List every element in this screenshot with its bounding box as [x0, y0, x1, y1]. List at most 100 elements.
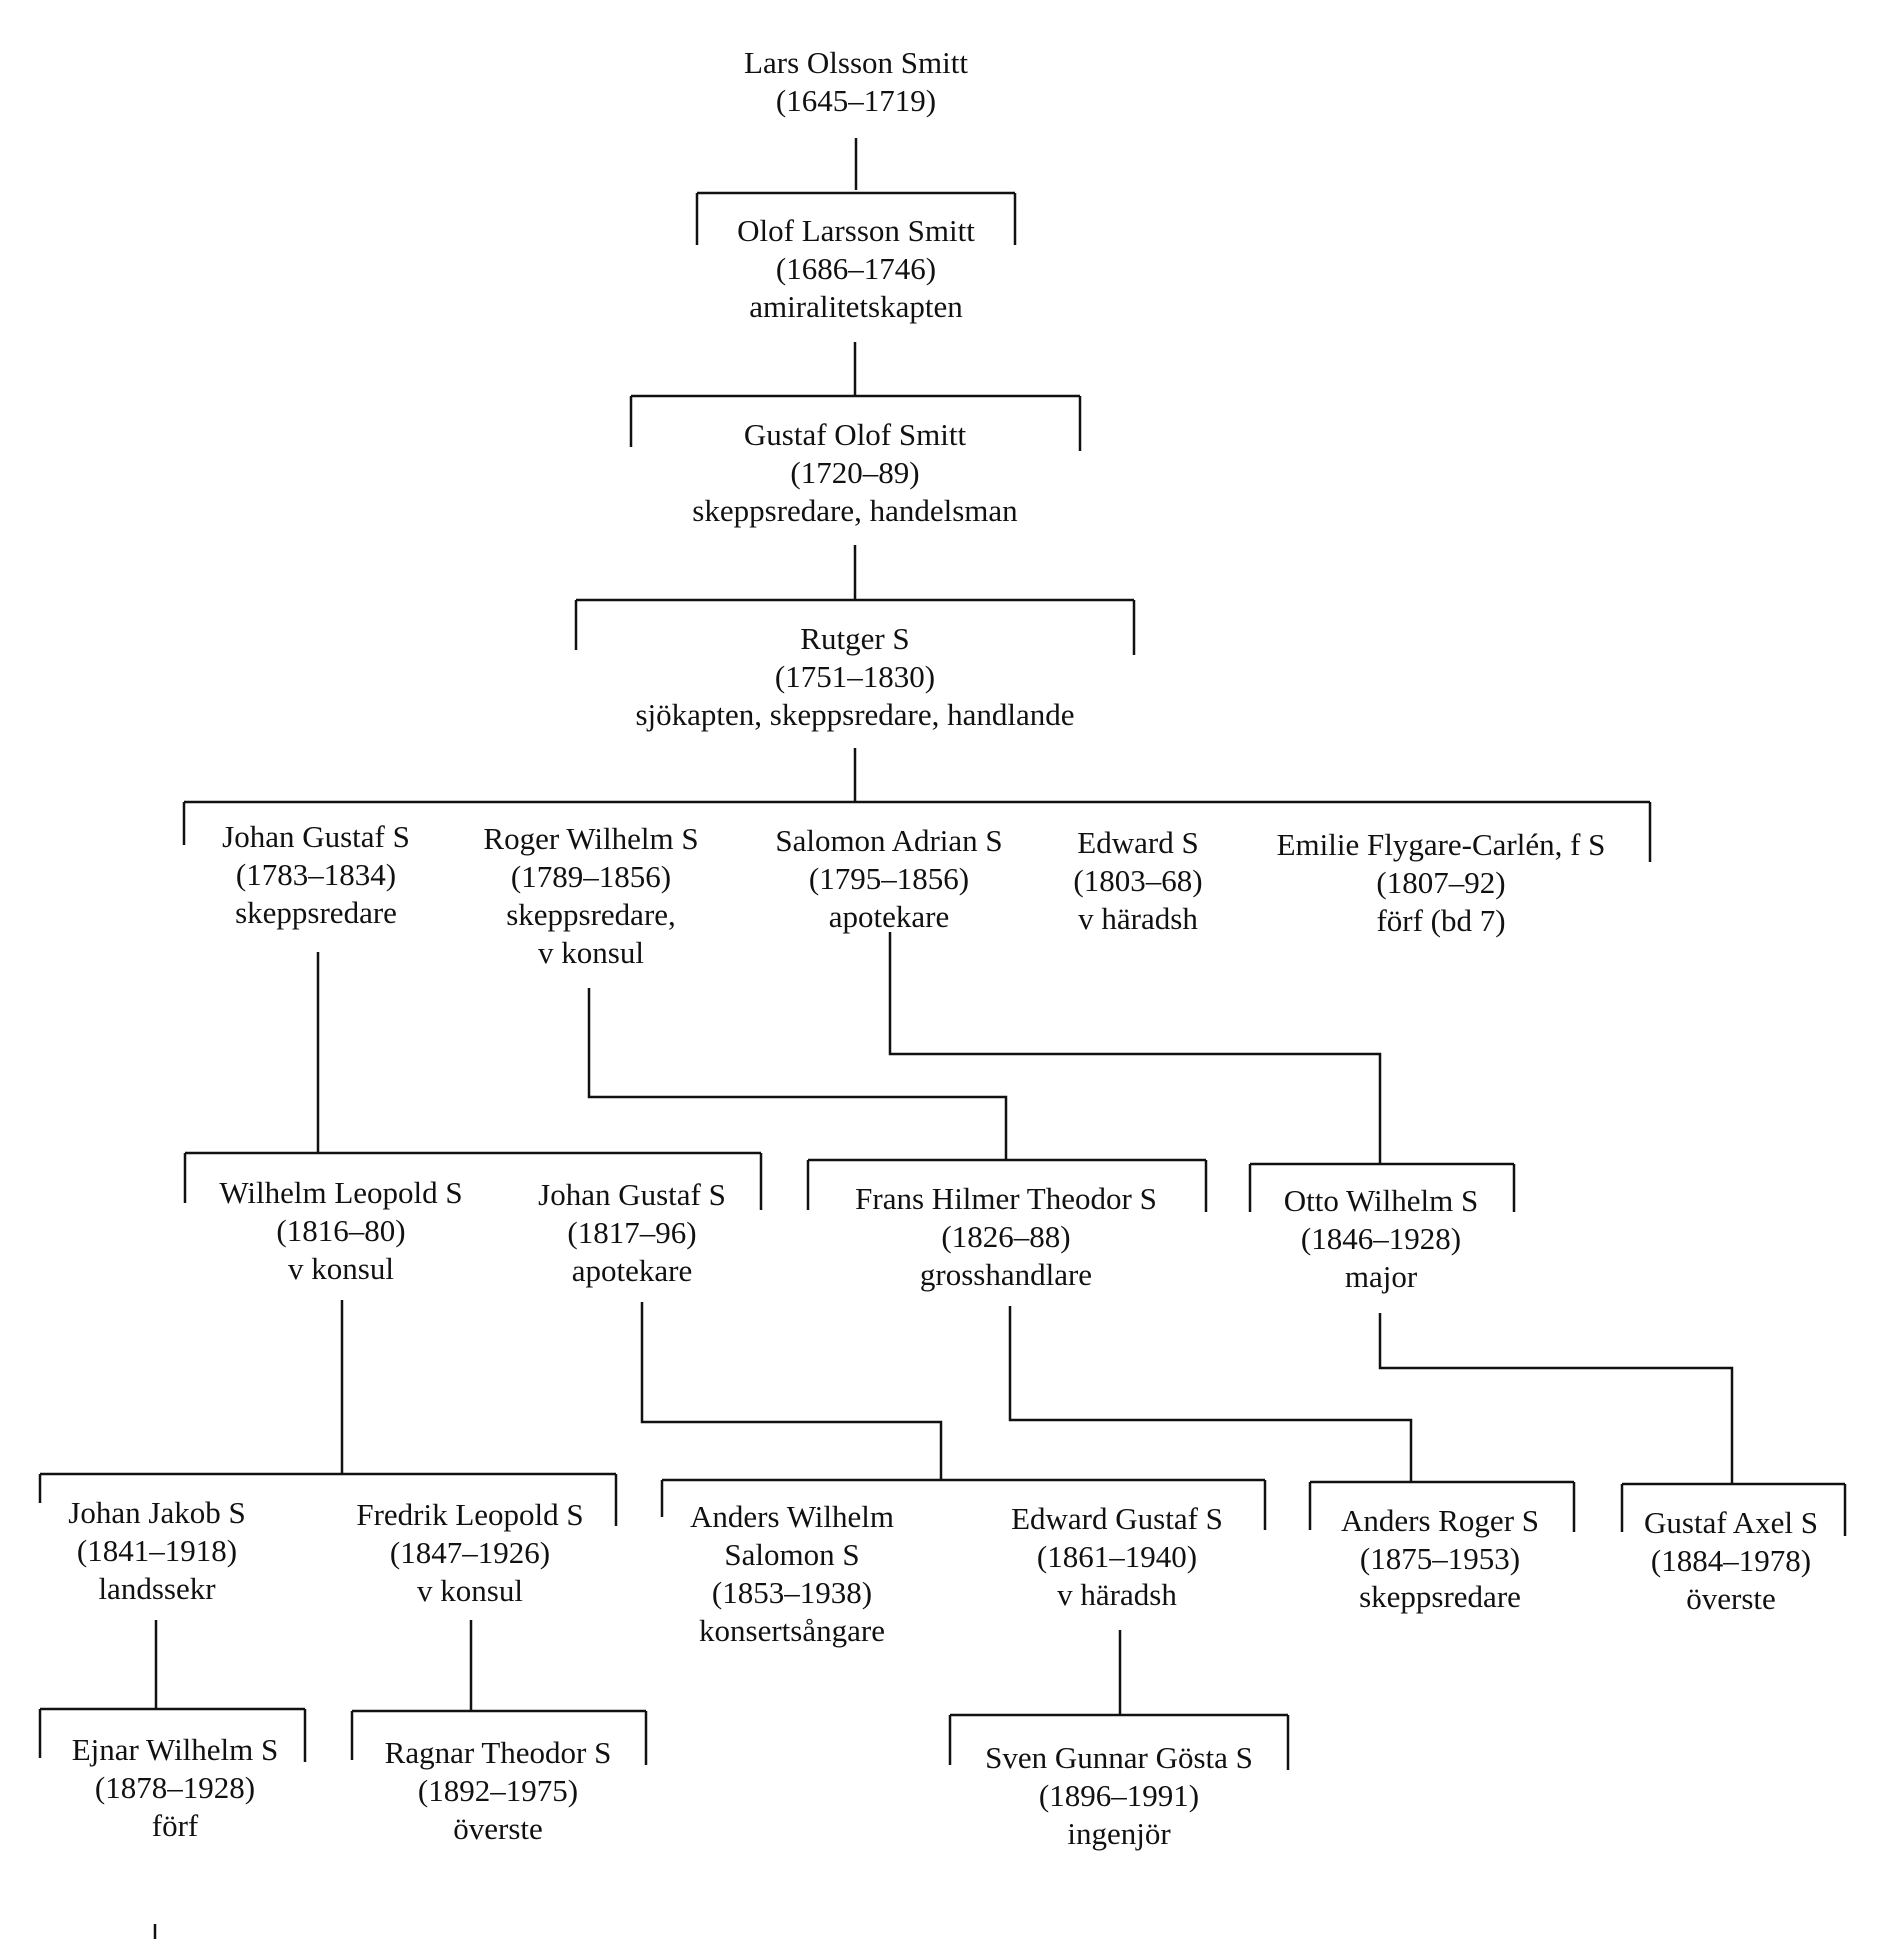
- connector: [350, 1620, 648, 1765]
- person-detail: major: [1344, 1259, 1418, 1294]
- person-detail: (1720–89): [790, 455, 920, 490]
- person-detail: landssekr: [98, 1571, 216, 1606]
- person-emilie: Emilie Flygare-Carlén, f S(1807–92)förf …: [1277, 826, 1606, 940]
- person-name: Johan Gustaf S: [538, 1177, 726, 1212]
- person-roger-wilhelm: Roger Wilhelm S(1789–1856)skeppsredare,v…: [483, 820, 698, 972]
- person-name: Johan Gustaf S: [222, 819, 410, 854]
- person-detail: v häradsh: [1078, 901, 1198, 936]
- connector: [182, 748, 1652, 862]
- person-name: Edward Gustaf S: [1011, 1501, 1223, 1536]
- person-detail: sjökapten, skeppsredare, handlande: [635, 697, 1075, 732]
- person-name: Anders Wilhelm: [690, 1499, 894, 1534]
- person-detail: (1783–1834): [235, 857, 397, 892]
- person-detail: (1875–1953): [1359, 1541, 1521, 1576]
- person-detail: (1816–80): [276, 1213, 406, 1248]
- person-detail: förf: [151, 1808, 199, 1843]
- person-detail: skeppsredare, handelsman: [692, 493, 1018, 528]
- person-name: Anders Roger S: [1340, 1503, 1540, 1538]
- person-name: Ejnar Wilhelm S: [71, 1732, 279, 1767]
- person-salomon-adrian: Salomon Adrian S(1795–1856)apotekare: [775, 822, 1002, 936]
- connector: [888, 932, 1516, 1212]
- person-name: Salomon Adrian S: [775, 823, 1003, 858]
- person-detail: (1861–1940): [1036, 1539, 1198, 1574]
- person-detail: Salomon S: [724, 1537, 860, 1572]
- person-name: Fredrik Leopold S: [356, 1497, 584, 1532]
- person-edward-gustaf: Edward Gustaf S(1861–1940)v häradsh: [1011, 1500, 1223, 1614]
- connector: [1008, 1306, 1576, 1532]
- person-olof: Olof Larsson Smitt(1686–1746)amiralitets…: [737, 212, 975, 326]
- person-name: Frans Hilmer Theodor S: [855, 1181, 1157, 1216]
- person-detail: apotekare: [571, 1253, 693, 1288]
- person-name: Otto Wilhelm S: [1283, 1183, 1479, 1218]
- person-detail: (1878–1928): [94, 1770, 256, 1805]
- person-ragnar-theodor: Ragnar Theodor S(1892–1975)överste: [385, 1734, 612, 1848]
- person-wilhelm-leopold: Wilhelm Leopold S(1816–80)v konsul: [219, 1174, 462, 1288]
- connector: [574, 545, 1136, 655]
- connector: [38, 1620, 307, 1762]
- person-detail: (1853–1938): [711, 1575, 873, 1610]
- connector: [948, 1630, 1290, 1770]
- person-detail: förf (bd 7): [1376, 903, 1506, 938]
- person-name: Johan Jakob S: [68, 1495, 246, 1530]
- person-name: Roger Wilhelm S: [483, 821, 699, 856]
- person-detail: överste: [1686, 1581, 1776, 1616]
- person-fredrik-leopold: Fredrik Leopold S(1847–1926)v konsul: [356, 1496, 583, 1610]
- person-frans-hilmer: Frans Hilmer Theodor S(1826–88)grosshand…: [855, 1180, 1157, 1294]
- person-anders-roger: Anders Roger S(1875–1953)skeppsredare: [1341, 1502, 1539, 1616]
- person-detail: skeppsredare: [235, 895, 397, 930]
- person-lars: Lars Olsson Smitt(1645–1719): [744, 44, 968, 120]
- person-detail: överste: [453, 1811, 543, 1846]
- person-ejnar-wilhelm: Ejnar Wilhelm S(1878–1928)förf: [72, 1731, 279, 1845]
- person-detail: (1807–92): [1376, 865, 1506, 900]
- person-name: Ragnar Theodor S: [384, 1735, 612, 1770]
- person-name: Emilie Flygare-Carlén, f S: [1276, 827, 1606, 862]
- person-name: Lars Olsson Smitt: [744, 45, 968, 80]
- person-gustaf-olof: Gustaf Olof Smitt(1720–89)skeppsredare, …: [692, 416, 1017, 530]
- person-detail: v konsul: [538, 935, 644, 970]
- person-detail: (1817–96): [567, 1215, 697, 1250]
- person-name: Wilhelm Leopold S: [219, 1175, 463, 1210]
- person-detail: (1896–1991): [1038, 1778, 1200, 1813]
- person-name: Sven Gunnar Gösta S: [985, 1740, 1253, 1775]
- person-detail: (1686–1746): [775, 251, 937, 286]
- person-name: Olof Larsson Smitt: [737, 213, 975, 248]
- connector: [183, 952, 763, 1210]
- person-detail: skeppsredare: [1359, 1579, 1521, 1614]
- person-detail: konsertsångare: [699, 1613, 885, 1648]
- person-detail: (1884–1978): [1650, 1543, 1812, 1578]
- person-detail: (1751–1830): [774, 659, 936, 694]
- person-detail: (1803–68): [1073, 863, 1203, 898]
- person-name: Rutger S: [800, 621, 910, 656]
- person-detail: skeppsredare,: [506, 897, 676, 932]
- connector: [640, 1302, 1267, 1530]
- person-johan-gustaf-1817: Johan Gustaf S(1817–96)apotekare: [538, 1176, 726, 1290]
- connector: [695, 138, 1017, 245]
- person-detail: (1892–1975): [417, 1773, 579, 1808]
- person-detail: (1841–1918): [76, 1533, 238, 1568]
- person-detail: v häradsh: [1057, 1577, 1177, 1612]
- person-otto-wilhelm: Otto Wilhelm S(1846–1928)major: [1284, 1182, 1479, 1296]
- connector: [1378, 1313, 1847, 1536]
- person-detail: v konsul: [417, 1573, 523, 1608]
- connector: [587, 988, 1208, 1212]
- connector: [629, 342, 1082, 451]
- person-detail: (1826–88): [941, 1219, 1071, 1254]
- person-sven-gunnar: Sven Gunnar Gösta S(1896–1991)ingenjör: [985, 1739, 1253, 1853]
- person-johan-jakob: Johan Jakob S(1841–1918)landssekr: [68, 1494, 245, 1608]
- person-detail: (1789–1856): [510, 859, 672, 894]
- person-detail: grosshandlare: [919, 1257, 1093, 1292]
- person-name: Edward S: [1077, 825, 1199, 860]
- person-rutger: Rutger S(1751–1830)sjökapten, skeppsreda…: [635, 620, 1074, 734]
- person-detail: v konsul: [288, 1251, 394, 1286]
- person-detail: apotekare: [828, 899, 950, 934]
- person-detail: (1846–1928): [1300, 1221, 1462, 1256]
- person-detail: amiralitetskapten: [749, 289, 963, 324]
- person-edward: Edward S(1803–68)v häradsh: [1073, 824, 1202, 938]
- person-name: Gustaf Olof Smitt: [743, 417, 967, 452]
- person-name: Gustaf Axel S: [1644, 1505, 1818, 1540]
- person-gustaf-axel: Gustaf Axel S(1884–1978)överste: [1644, 1504, 1818, 1618]
- person-detail: ingenjör: [1067, 1816, 1171, 1851]
- connector: [38, 1300, 618, 1526]
